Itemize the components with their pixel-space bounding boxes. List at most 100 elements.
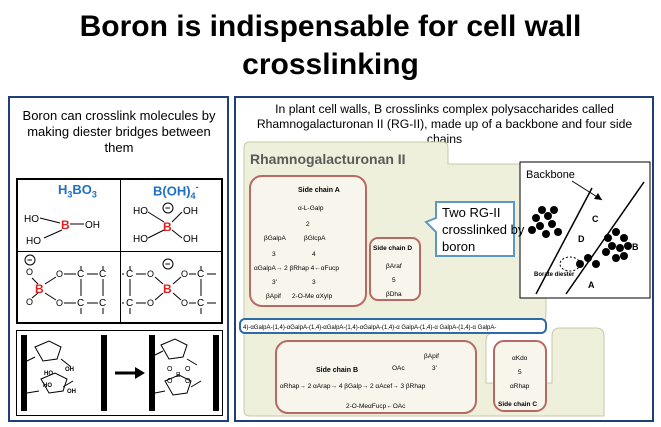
boron-atom-1: B: [61, 218, 70, 232]
svg-text:HO: HO: [43, 383, 52, 389]
left-panel: Boron can crosslink molecules by making …: [8, 96, 229, 422]
svg-text:βDha: βDha: [386, 291, 402, 298]
callout-box: [424, 201, 515, 257]
rg2-diagram-svg: Rhamnogalacturonan II Side chain A α-L-G…: [239, 141, 651, 417]
svg-text:C: C: [126, 298, 133, 309]
svg-text:O: O: [181, 298, 188, 308]
svg-text:B: B: [632, 242, 639, 252]
rg2-title: Rhamnogalacturonan II: [250, 151, 406, 167]
svg-text:O: O: [56, 298, 63, 308]
oh-label-3: OH: [183, 234, 198, 245]
svg-text:D: D: [578, 234, 585, 244]
side-chain-a-label: Side chain A: [298, 187, 340, 194]
svg-text:3: 3: [312, 279, 316, 286]
svg-text:O: O: [181, 269, 188, 279]
ho-label-2: HO: [26, 236, 41, 247]
negative-charge-1: [162, 202, 174, 214]
svg-text:OAc: OAc: [392, 365, 405, 372]
svg-text:−: −: [165, 203, 170, 213]
side-chain-b-box: [275, 340, 477, 414]
inset-chain-beads: [528, 206, 632, 268]
boric-acid-formula: H3BO3: [58, 182, 97, 200]
inset-backbone-label: Backbone: [526, 169, 575, 181]
svg-text:αRhap→ 2 αArap→ 4 βGalp→ 2 αAc: αRhap→ 2 αArap→ 4 βGalp→ 2 αAcef→ 3 βRha…: [280, 383, 426, 390]
crosslink-illustration-svg: HO OH HO OH O O B O O: [21, 335, 219, 411]
svg-text:αRhap: αRhap: [510, 383, 530, 390]
crosslink-illustration: HO OH HO OH O O B O O: [16, 330, 223, 416]
svg-text:O: O: [185, 378, 191, 385]
svg-text:2: 2: [306, 221, 310, 228]
side-chain-b-label: Side chain B: [316, 367, 358, 374]
svg-text:O: O: [167, 366, 173, 373]
svg-text:C: C: [77, 298, 84, 309]
svg-text:A: A: [588, 280, 595, 290]
ho-label-3: HO: [133, 206, 148, 217]
svg-text:3': 3': [432, 365, 437, 372]
svg-text:βAraf: βAraf: [386, 263, 402, 270]
svg-text:−: −: [165, 259, 170, 269]
svg-text:βApif: βApif: [424, 353, 439, 360]
svg-text:O: O: [167, 378, 173, 385]
svg-text:Borate diester: Borate diester: [534, 272, 575, 278]
svg-text:2-O-MeαFucp←OAc: 2-O-MeαFucp←OAc: [346, 403, 406, 410]
svg-text:−: −: [27, 255, 32, 265]
right-panel: In plant cell walls, B crosslinks comple…: [234, 96, 654, 422]
boron-diester-structure-2: C C O O B − O O C C: [122, 258, 216, 314]
svg-text:HO: HO: [44, 371, 53, 377]
svg-text:5: 5: [392, 277, 396, 284]
ho-label-1: HO: [24, 214, 39, 225]
svg-text:5: 5: [518, 369, 522, 376]
svg-text:C: C: [77, 269, 84, 280]
svg-text:3': 3': [272, 279, 277, 286]
svg-text:αGalpA→ 2 βRhap 4←αFucp: αGalpA→ 2 βRhap 4←αFucp: [254, 265, 339, 272]
svg-text:O: O: [147, 269, 154, 279]
boron-diester-structure-1: O O − B O O C C C C: [24, 254, 106, 314]
boron-atom-2: B: [163, 220, 172, 234]
inset-borate-ellipse: [559, 256, 581, 272]
svg-text:3: 3: [272, 251, 276, 258]
svg-text:βGalpA: βGalpA: [264, 235, 286, 242]
boron-atom-3: B: [35, 282, 44, 296]
chemical-structures-grid: H3BO3 B(OH)4- HO B OH HO HO OH HO OH: [16, 178, 223, 324]
page-title: Boron is indispensable for cell wall cro…: [79, 10, 582, 81]
side-chain-c-box: [493, 340, 547, 412]
svg-text:C: C: [99, 269, 106, 280]
svg-text:α-L-Galp: α-L-Galp: [298, 205, 324, 212]
inset-box: [519, 161, 651, 299]
svg-text:2-O-Me αXylp: 2-O-Me αXylp: [292, 293, 333, 300]
side-chain-d-label: Side chain D: [373, 245, 412, 252]
svg-text:O: O: [26, 297, 33, 307]
oh-label-2: OH: [183, 206, 198, 217]
left-caption: Boron can crosslink molecules by making …: [22, 108, 216, 155]
backbone-line: 4)-αGalpA-(1,4)-αGalpA-(1,4)-αGalpA-(1,4…: [243, 325, 496, 331]
svg-text:αKdo: αKdo: [512, 355, 528, 362]
grid-horizontal-divider: [18, 251, 221, 252]
svg-text:OH: OH: [65, 367, 74, 373]
svg-text:OH: OH: [67, 389, 76, 395]
svg-text:O: O: [147, 298, 154, 308]
boron-atom-4: B: [163, 282, 172, 296]
svg-text:O: O: [56, 269, 63, 279]
svg-text:B: B: [176, 372, 181, 379]
side-chain-d-box: [369, 237, 421, 301]
callout-text: Two RG-II crosslinked by boron: [442, 205, 525, 254]
boric-acid-structure: HO B OH HO: [24, 214, 100, 247]
oh-label-1: OH: [85, 220, 100, 231]
right-caption: In plant cell walls, B crosslinks comple…: [256, 102, 633, 146]
backbone-box: [239, 318, 547, 334]
svg-text:O: O: [185, 366, 191, 373]
borate-anion-structure: HO OH HO OH B −: [133, 202, 198, 245]
svg-text:O: O: [26, 267, 33, 277]
side-chain-c-label: Side chain C: [498, 401, 537, 408]
side-chain-a-box: [249, 175, 367, 307]
svg-text:4: 4: [312, 251, 316, 258]
svg-text:C: C: [197, 298, 204, 309]
boron-structures-svg: HO B OH HO HO OH HO OH B −: [24, 202, 216, 314]
svg-text:βApif: βApif: [266, 293, 281, 300]
svg-text:C: C: [197, 269, 204, 280]
svg-text:C: C: [99, 298, 106, 309]
svg-text:C: C: [126, 269, 133, 280]
svg-text:C: C: [592, 214, 599, 224]
svg-text:βGlcpA: βGlcpA: [304, 235, 326, 242]
borate-anion-formula: B(OH)4-: [153, 182, 199, 201]
